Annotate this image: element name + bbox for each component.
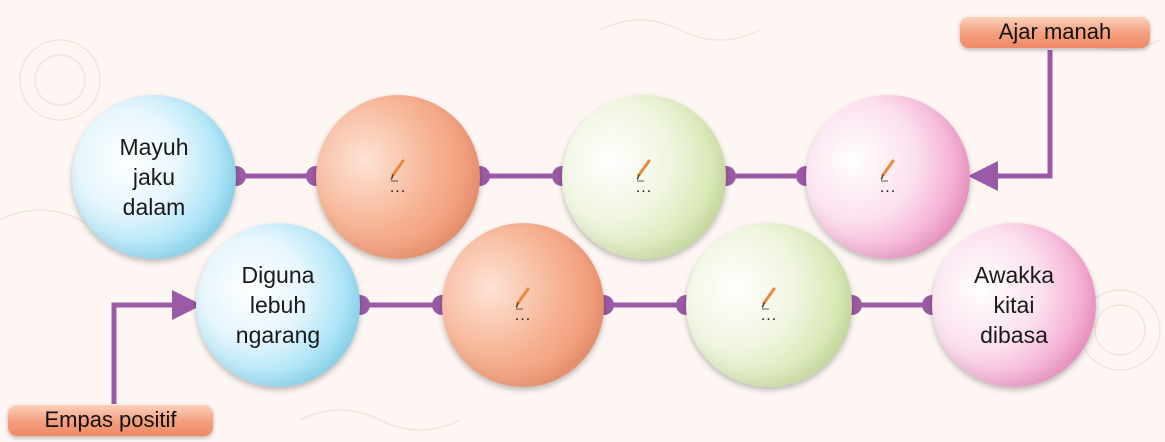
blank-placeholder: ... — [760, 307, 778, 324]
blank-placeholder: ... — [635, 179, 653, 196]
arrow-empas-positif — [111, 290, 203, 408]
pencil-icon — [761, 287, 776, 310]
tag-label: Empas positif — [44, 407, 177, 432]
tag-ajar-manah: Ajar manah — [960, 16, 1150, 48]
arrow-ajar-manah — [967, 50, 1053, 191]
node-blank-row1-2[interactable]: ... — [316, 95, 480, 259]
pencil-icon — [880, 159, 895, 182]
pencil-icon — [390, 159, 405, 182]
node-awakka-kitai-dibasa: Awakka kitai dibasa — [932, 223, 1096, 387]
blank-placeholder: ... — [389, 179, 407, 196]
tag-label: Ajar manah — [998, 19, 1112, 44]
blank-placeholder: ... — [879, 179, 897, 196]
node-blank-row2-2[interactable]: ... — [442, 223, 604, 387]
node-blank-row1-4[interactable]: ... — [806, 95, 970, 259]
pencil-icon — [515, 287, 530, 310]
pencil-icon — [636, 159, 651, 182]
blank-placeholder: ... — [514, 307, 532, 324]
node-blank-row2-3[interactable]: ... — [686, 223, 852, 387]
node-label: Awakka kitai dibasa — [973, 262, 1055, 348]
node-mayuh-jaku-dalam: Mayuh jaku dalam — [72, 95, 236, 259]
node-label: Mayuh jaku dalam — [119, 134, 189, 220]
node-diguna-lebuh-ngarang: Diguna lebuh ngarang — [196, 223, 360, 387]
node-blank-row1-3[interactable]: ... — [562, 95, 726, 259]
tag-empas-positif: Empas positif — [8, 404, 213, 436]
node-label: Diguna lebuh ngarang — [235, 262, 321, 348]
